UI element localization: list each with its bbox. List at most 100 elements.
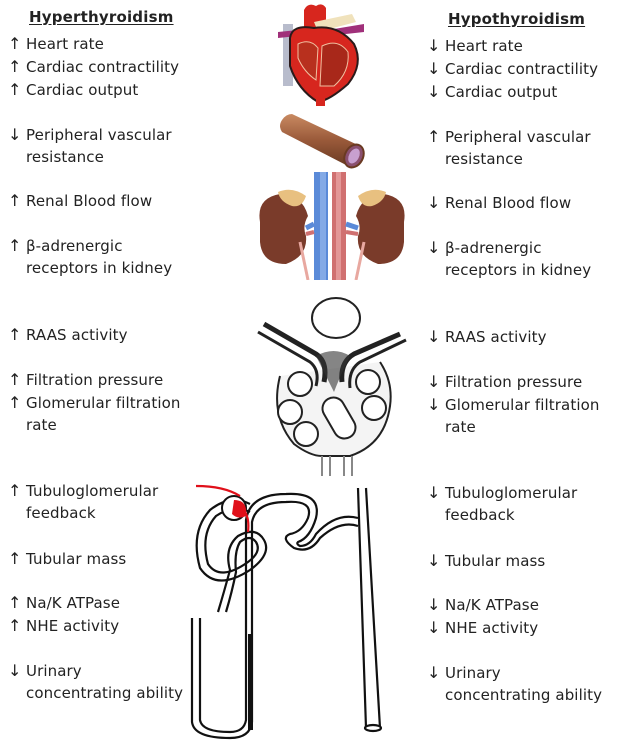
renal-arteries <box>305 230 359 236</box>
item-text-line2: concentrating ability <box>445 686 603 704</box>
hypo-item-beta-adrenergic: ↓β-adrenergic receptors in kidney <box>427 237 591 281</box>
arrow-icon: ↑ <box>8 34 22 53</box>
arrow-icon: ↑ <box>8 616 22 635</box>
arrow-icon: ↑ <box>8 481 22 500</box>
item-text: Na/K ATPase <box>26 594 121 612</box>
arrow-icon: ↓ <box>427 36 441 55</box>
hypo-item-filtration-pressure: ↓Filtration pressure <box>427 371 582 393</box>
hyper-item-beta-adrenergic: ↑β-adrenergic receptors in kidney <box>8 235 172 279</box>
hyper-item-heart-rate: ↑Heart rate <box>8 33 104 55</box>
item-text: Tubular mass <box>445 552 546 570</box>
glomerulus-illustration <box>257 297 407 476</box>
heart-illustration <box>278 4 364 106</box>
arrow-icon: ↓ <box>427 618 441 637</box>
left-adrenal-gland <box>278 189 306 207</box>
item-text: β-adrenergic <box>445 239 542 257</box>
vessel-inner <box>348 148 360 164</box>
hypo-item-heart-rate: ↓Heart rate <box>427 35 523 57</box>
item-text: Glomerular filtration <box>445 396 600 414</box>
arrow-icon: ↓ <box>427 327 441 346</box>
arrow-icon: ↓ <box>8 125 22 144</box>
hypo-item-tubular-mass: ↓Tubular mass <box>427 550 545 572</box>
proximal-tubule-start <box>321 456 353 476</box>
afferent-arteriole-inner <box>257 330 319 387</box>
hypo-item-gfr: ↓Glomerular filtration rate <box>427 394 599 438</box>
item-text: Cardiac output <box>445 83 558 101</box>
hypo-item-na-k-atpase: ↓Na/K ATPase <box>427 594 539 616</box>
left-ventricle <box>319 42 349 87</box>
vessel-wall <box>280 114 360 166</box>
item-text: Urinary <box>445 664 501 682</box>
hypo-item-urinary-concentrating-ability: ↓Urinary concentrating ability <box>427 662 602 706</box>
item-text: Filtration pressure <box>445 373 583 391</box>
hyperthyroidism-title: Hyperthyroidism <box>29 8 174 26</box>
hyper-item-na-k-atpase: ↑Na/K ATPase <box>8 592 120 614</box>
item-text: NHE activity <box>445 619 539 637</box>
arrow-icon: ↓ <box>8 661 22 680</box>
arrow-icon: ↓ <box>427 395 441 414</box>
hypo-item-cardiac-contractility: ↓Cardiac contractility <box>427 58 598 80</box>
right-adrenal-gland <box>358 189 386 207</box>
arrow-icon: ↓ <box>427 483 441 502</box>
hyper-item-raas-activity: ↑RAAS activity <box>8 324 128 346</box>
hypo-item-renal-blood-flow: ↓Renal Blood flow <box>427 192 571 214</box>
renal-veins <box>304 221 359 231</box>
hyper-item-urinary-concentrating-ability: ↓Urinary concentrating ability <box>8 660 183 704</box>
hypo-item-peripheral-vascular-resistance: ↑Peripheral vascular resistance <box>427 126 591 170</box>
hyper-item-peripheral-vascular-resistance: ↓Peripheral vascular resistance <box>8 124 172 168</box>
capillary-loop <box>277 399 303 425</box>
arrow-icon: ↑ <box>8 393 22 412</box>
item-text: Tubuloglomerular <box>445 484 578 502</box>
item-text: Tubular mass <box>26 550 127 568</box>
distal-convoluted-tubule <box>250 500 359 582</box>
arrow-icon: ↑ <box>8 325 22 344</box>
arrow-icon: ↑ <box>8 370 22 389</box>
item-text-line2: concentrating ability <box>26 684 184 702</box>
arrow-icon: ↑ <box>8 191 22 210</box>
item-text-line2: resistance <box>26 148 104 166</box>
hyper-item-renal-blood-flow: ↑Renal Blood flow <box>8 190 152 212</box>
aorta-highlight <box>336 172 341 280</box>
arrow-icon: ↓ <box>427 82 441 101</box>
capillary-loop <box>287 371 313 397</box>
hypo-item-raas-activity: ↓RAAS activity <box>427 326 547 348</box>
item-text-line2: feedback <box>26 504 96 522</box>
hypo-item-nhe-activity: ↓NHE activity <box>427 617 538 639</box>
distal-convoluted-tubule-inner <box>244 492 359 582</box>
hyper-item-cardiac-contractility: ↑Cardiac contractility <box>8 56 179 78</box>
hyper-item-gfr: ↑Glomerular filtration rate <box>8 392 180 436</box>
item-text: Tubuloglomerular <box>26 482 159 500</box>
capillary-loop <box>321 396 357 440</box>
arrow-icon: ↑ <box>8 593 22 612</box>
item-text: Renal Blood flow <box>26 192 153 210</box>
item-text: Heart rate <box>445 37 523 55</box>
item-text: NHE activity <box>26 617 120 635</box>
ureters <box>298 241 366 280</box>
item-text: Urinary <box>26 662 82 680</box>
collecting-duct-opening <box>363 723 383 733</box>
hyper-item-nhe-activity: ↑NHE activity <box>8 615 119 637</box>
proximal-convoluted-tubule <box>195 499 268 613</box>
hyper-item-tubuloglomerular-feedback: ↑Tubuloglomerular feedback <box>8 480 158 524</box>
nephron-illustration <box>190 484 383 740</box>
mesangium <box>316 351 350 392</box>
hypothyroidism-title: Hypothyroidism <box>448 10 586 28</box>
vena-cava <box>283 24 293 86</box>
arrow-icon: ↓ <box>427 59 441 78</box>
arrow-icon: ↓ <box>427 193 441 212</box>
distal-tubule-cap <box>311 297 361 339</box>
right-ventricle <box>297 41 319 81</box>
efferent-arteriole-inner <box>348 338 407 389</box>
capillary-loop <box>355 369 381 395</box>
item-text: RAAS activity <box>445 328 547 346</box>
capillary-loop <box>293 421 319 447</box>
arrow-icon: ↓ <box>427 238 441 257</box>
blood-vessel-illustration <box>280 114 365 169</box>
item-text-line2: resistance <box>445 150 523 168</box>
item-text: Glomerular filtration <box>26 394 181 412</box>
item-text: RAAS activity <box>26 326 128 344</box>
arterioles <box>195 484 250 533</box>
capillary-loop <box>361 395 387 421</box>
item-text-line2: rate <box>445 418 476 436</box>
arrow-icon: ↓ <box>427 551 441 570</box>
